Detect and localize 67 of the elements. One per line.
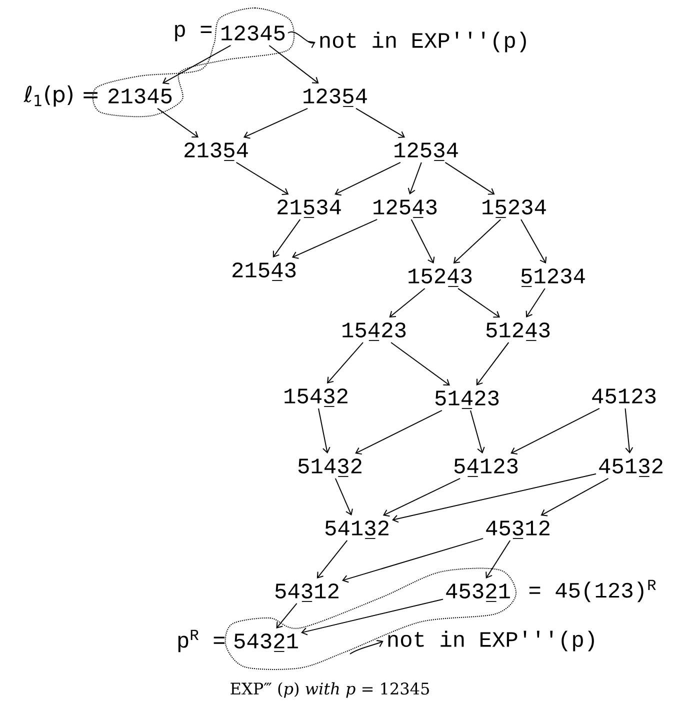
permutation: 15432 bbox=[284, 388, 348, 407]
arrow bbox=[444, 162, 495, 195]
arrow bbox=[272, 218, 301, 258]
arrow bbox=[318, 408, 330, 454]
arrow bbox=[157, 108, 198, 138]
arrow bbox=[392, 473, 596, 523]
permutation: 51243 bbox=[486, 322, 550, 341]
equation-label: p = bbox=[175, 24, 212, 42]
arrow bbox=[476, 342, 510, 386]
note-text: not in EXP'''(p) bbox=[388, 630, 594, 652]
arrow bbox=[486, 540, 511, 579]
arrow bbox=[356, 108, 406, 138]
arrow bbox=[236, 162, 289, 195]
arrow bbox=[390, 342, 450, 386]
arrow bbox=[355, 410, 442, 455]
permutation: 51432 bbox=[298, 458, 362, 477]
arrow bbox=[292, 218, 378, 259]
permutation: 45123 bbox=[592, 388, 656, 404]
arrow bbox=[510, 408, 600, 454]
permutation: 51234 bbox=[521, 268, 585, 287]
arrow bbox=[243, 108, 308, 139]
arrow bbox=[334, 478, 353, 516]
arrow bbox=[268, 44, 319, 84]
arrow bbox=[342, 538, 484, 583]
hook-arrow bbox=[350, 640, 384, 654]
arrow bbox=[470, 410, 485, 454]
note-text: not in EXP'''(p) bbox=[320, 32, 526, 52]
arrow bbox=[382, 478, 461, 517]
permutation: 21354 bbox=[184, 142, 248, 161]
arrow bbox=[334, 162, 401, 196]
arrow bbox=[408, 162, 422, 195]
permutation: 54312 bbox=[275, 584, 338, 602]
equation-label: ℓ$_{1}$(p) = bbox=[24, 85, 98, 107]
hook-arrow bbox=[288, 31, 316, 48]
permutation: 21543 bbox=[232, 262, 296, 281]
arrow bbox=[526, 288, 546, 318]
permutation: 45312 bbox=[486, 520, 550, 539]
permutation: 54321 bbox=[234, 634, 298, 652]
arrow bbox=[458, 288, 500, 318]
permutation: 15243 bbox=[408, 268, 472, 287]
arrow bbox=[326, 342, 364, 384]
permutation: 15234 bbox=[482, 200, 546, 218]
permutation: 45132 bbox=[599, 458, 662, 477]
permutation: 51423 bbox=[435, 390, 499, 409]
permutation: 12354 bbox=[304, 88, 367, 107]
permutation: 12345 bbox=[222, 26, 285, 40]
permutation: 54132 bbox=[325, 520, 388, 539]
permutation: 21345 bbox=[108, 88, 172, 104]
permutation: 15423 bbox=[342, 322, 406, 341]
arrow bbox=[520, 218, 547, 264]
arrow bbox=[410, 218, 435, 264]
permutation: 12543 bbox=[374, 200, 437, 218]
arrow bbox=[276, 602, 298, 629]
arrow bbox=[453, 218, 502, 264]
permutation: 54123 bbox=[454, 458, 518, 477]
arrow bbox=[301, 598, 444, 636]
arrow bbox=[316, 540, 348, 579]
caption: EXP‴ (p) with p = 12345 bbox=[230, 682, 429, 698]
equation-label: = 45(123)$^{R}$ bbox=[529, 580, 656, 602]
permutation: 45321 bbox=[446, 584, 510, 602]
arrow bbox=[540, 478, 609, 516]
arrow bbox=[389, 288, 426, 318]
arrow bbox=[162, 44, 232, 84]
arrow bbox=[624, 408, 634, 454]
permutation: 21534 bbox=[278, 200, 341, 218]
permutation: 12534 bbox=[394, 142, 458, 161]
equation-label: p$^{R}$ = bbox=[178, 630, 225, 652]
